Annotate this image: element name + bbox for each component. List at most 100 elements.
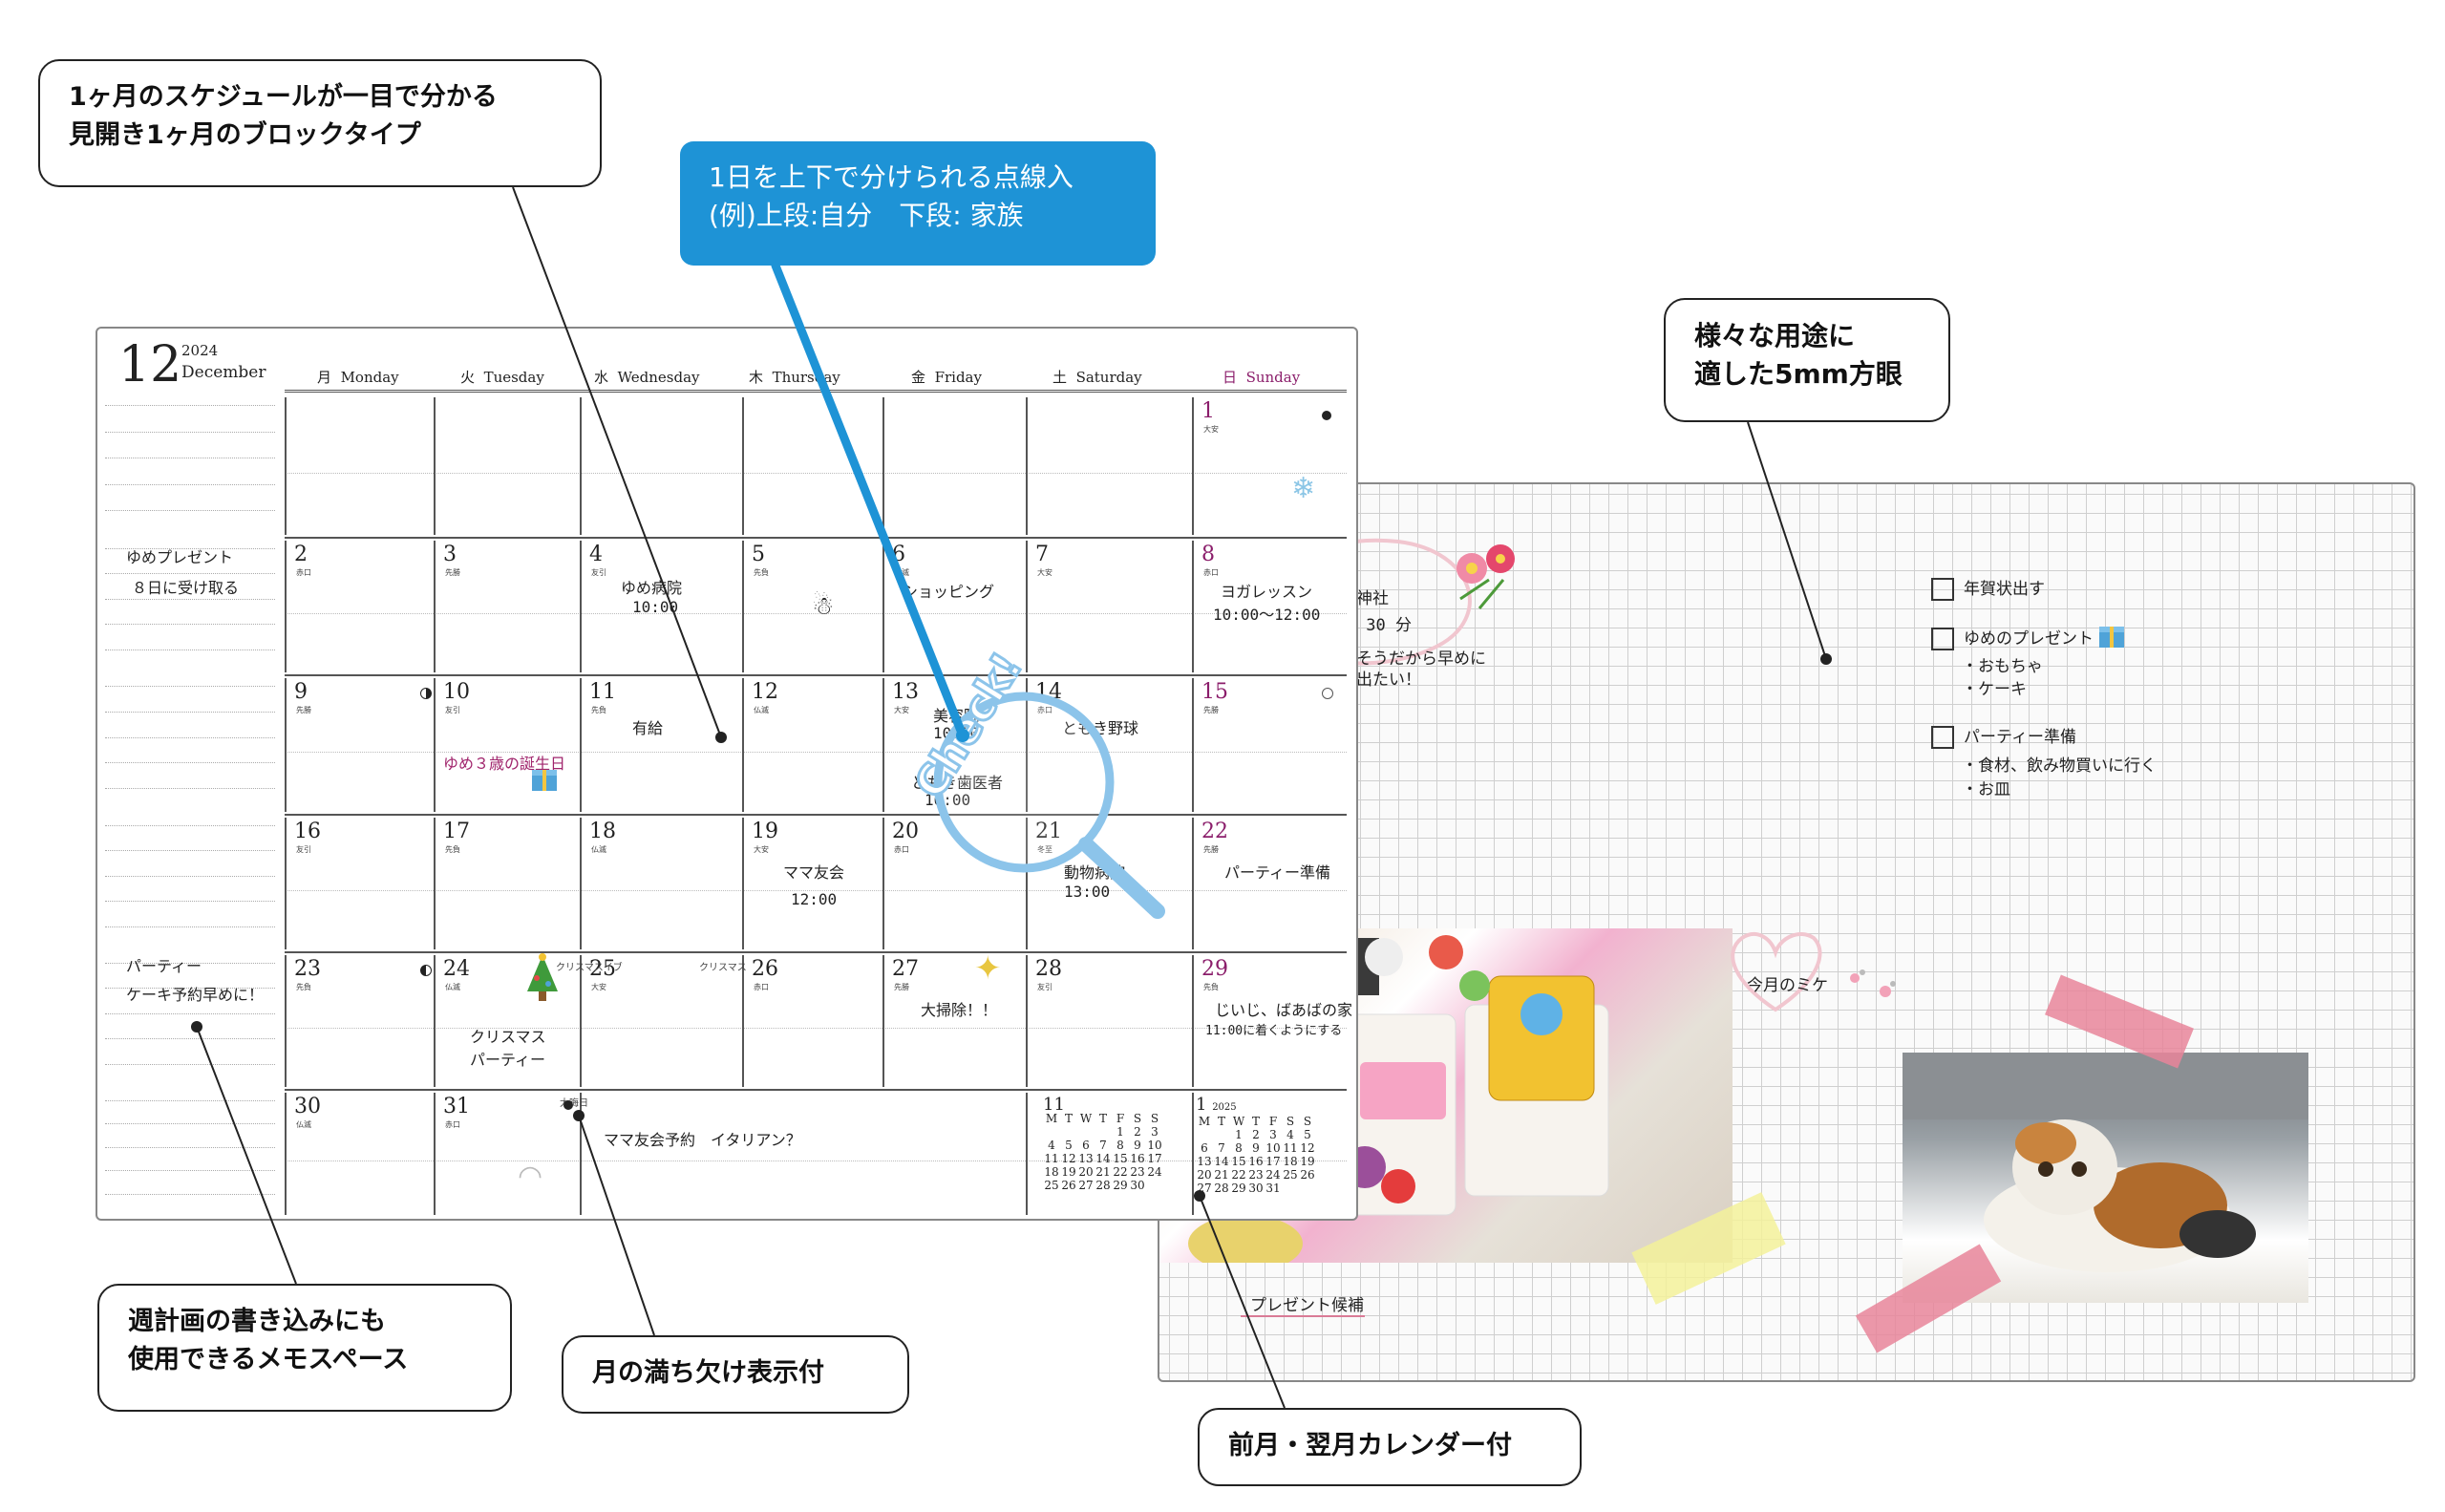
rokuyo-label: 友引 bbox=[296, 845, 311, 854]
todo-sub: ・食材、飲み物買いに行く bbox=[1962, 756, 2157, 776]
mini-day: 20 bbox=[1197, 1168, 1212, 1182]
checkbox[interactable] bbox=[1931, 726, 1954, 749]
day-cell-border bbox=[1192, 818, 1194, 949]
event: パーティー準備 bbox=[1224, 863, 1331, 882]
mini-day: 12 bbox=[1061, 1152, 1076, 1165]
day-cell-border bbox=[742, 678, 744, 812]
day-cell-border bbox=[285, 678, 287, 812]
day-number: 5 bbox=[752, 543, 765, 566]
mini-day: 7 bbox=[1218, 1141, 1225, 1155]
new-moon-icon bbox=[563, 1100, 573, 1110]
mini-day: 4 bbox=[1286, 1128, 1294, 1141]
month-number: 12 bbox=[118, 336, 182, 394]
event: パーティー bbox=[470, 1051, 546, 1069]
todo-item-1[interactable]: 年賀状出す bbox=[1931, 575, 2045, 601]
mini-day: 25 bbox=[1044, 1179, 1059, 1192]
day-cell-border bbox=[882, 818, 884, 949]
memo-line bbox=[105, 1100, 275, 1101]
event: 有給 bbox=[632, 719, 664, 737]
todo-item-3[interactable]: パーティー準備 bbox=[1931, 723, 2076, 749]
mini-day: 1 bbox=[1116, 1125, 1124, 1139]
mini-day: 23 bbox=[1248, 1168, 1264, 1182]
day-cell-border bbox=[434, 541, 436, 672]
memo-line bbox=[105, 850, 275, 852]
mini-day: 19 bbox=[1061, 1165, 1076, 1179]
day-cell-border bbox=[580, 678, 582, 812]
day-number: 29 bbox=[1201, 957, 1228, 981]
callout-text: 適した5mm方眼 bbox=[1694, 358, 1903, 390]
memo-line bbox=[105, 875, 275, 877]
day-cell-border bbox=[1192, 397, 1194, 535]
cat-caption: 今月のミケ bbox=[1747, 976, 1828, 995]
mini-day: 9 bbox=[1134, 1139, 1141, 1152]
first-quarter-moon-icon bbox=[420, 688, 432, 699]
day-number: 26 bbox=[752, 957, 778, 981]
callout-text: 月の満ち欠け表示付 bbox=[592, 1358, 824, 1388]
memo-line bbox=[105, 825, 275, 826]
rokuyo-label: 大安 bbox=[1203, 425, 1219, 434]
memo-line bbox=[105, 686, 275, 687]
day-number: 10 bbox=[443, 680, 470, 704]
day-number: 17 bbox=[443, 820, 470, 843]
day-number: 1 bbox=[1201, 399, 1215, 423]
memo-line bbox=[105, 510, 275, 512]
mini-day: 27 bbox=[1078, 1179, 1094, 1192]
snowman-icon: ☃ bbox=[812, 592, 835, 621]
mini-weekday: T bbox=[1064, 1112, 1073, 1125]
mini-day: 9 bbox=[1252, 1141, 1260, 1155]
day-number: 18 bbox=[589, 820, 616, 843]
mini-day: 24 bbox=[1147, 1165, 1162, 1179]
mini-day: 17 bbox=[1147, 1152, 1162, 1165]
christmas-tree-icon bbox=[523, 951, 562, 1009]
mini-day: 18 bbox=[1044, 1165, 1059, 1179]
todo-item-2[interactable]: ゆめのプレゼント bbox=[1931, 625, 2094, 650]
callout-text: 1ヶ月のスケジュールが一目で分かる bbox=[69, 82, 498, 112]
day-cell-border bbox=[1026, 397, 1028, 535]
day-cell-border bbox=[434, 818, 436, 949]
mini-day bbox=[1077, 1125, 1095, 1139]
todo-sub: ・おもちゃ bbox=[1962, 657, 2043, 676]
day-cell-border bbox=[1192, 541, 1194, 672]
rokuyo-label: 先勝 bbox=[894, 983, 909, 991]
checkbox[interactable] bbox=[1931, 628, 1954, 650]
mini-day: 13 bbox=[1197, 1155, 1212, 1168]
mini-day bbox=[1060, 1125, 1077, 1139]
checkbox[interactable] bbox=[1931, 578, 1954, 601]
mini-day: 27 bbox=[1197, 1182, 1212, 1195]
mini-day: 30 bbox=[1130, 1179, 1145, 1192]
day-cell-border bbox=[285, 955, 287, 1087]
memo-line bbox=[105, 1170, 275, 1172]
rokuyo-label: 先勝 bbox=[1203, 845, 1219, 854]
half-day-dotted-line bbox=[285, 752, 1347, 753]
rokuyo-label: 仏滅 bbox=[754, 706, 769, 714]
callout-dotted-line: 1日を上下で分けられる点線入 (例)上段:自分 下段: 家族 bbox=[680, 141, 1156, 266]
mini-day bbox=[1146, 1179, 1163, 1192]
dow-tuesday: 火 Tuesday bbox=[460, 369, 544, 386]
toy-caption: プレゼント候補 bbox=[1250, 1296, 1364, 1315]
day-number: 6 bbox=[892, 543, 905, 566]
rokuyo-label: 大安 bbox=[1037, 568, 1052, 577]
memo-line bbox=[105, 762, 275, 764]
day-label-31: 大晦日 bbox=[560, 1098, 588, 1109]
day-cell-border bbox=[434, 678, 436, 812]
mini-day: 14 bbox=[1095, 1152, 1111, 1165]
memo-event: ママ友会予約 イタリアン？ bbox=[604, 1131, 801, 1149]
rokuyo-label: 先勝 bbox=[1203, 706, 1219, 714]
day-cell-border bbox=[580, 955, 582, 1087]
memo-line bbox=[105, 573, 275, 575]
day-cell-border bbox=[882, 678, 884, 812]
rokuyo-label: 仏滅 bbox=[296, 1120, 311, 1129]
todo-label: ゆめのプレゼント bbox=[1964, 629, 2094, 649]
day-number: 9 bbox=[294, 680, 308, 704]
mini-day: 15 bbox=[1231, 1155, 1246, 1168]
memo-line bbox=[105, 711, 275, 713]
mini-day: 10 bbox=[1147, 1139, 1162, 1152]
week-row-line bbox=[285, 537, 1347, 539]
memo-line bbox=[105, 598, 275, 600]
mini-day: 23 bbox=[1130, 1165, 1145, 1179]
rokuyo-label: 先勝 bbox=[296, 706, 311, 714]
event: 11:00に着くようにする bbox=[1205, 1024, 1343, 1038]
day-number: 24 bbox=[443, 957, 470, 981]
dow-monday: 月 Monday bbox=[317, 369, 399, 386]
day-cell-border bbox=[434, 397, 436, 535]
